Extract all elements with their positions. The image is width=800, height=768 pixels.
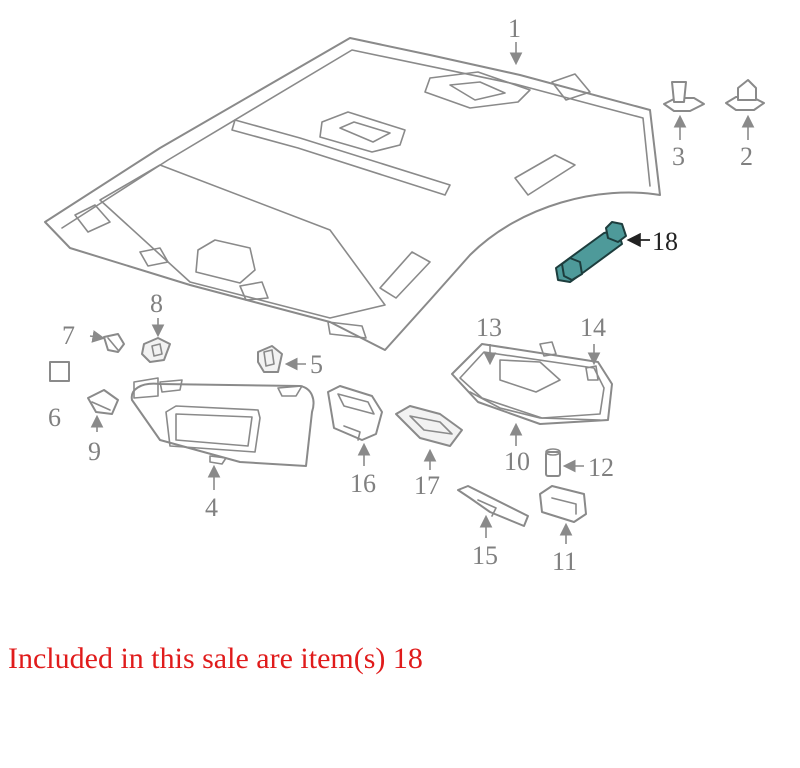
callout-7: 7 bbox=[62, 321, 75, 350]
callout-4: 4 bbox=[205, 493, 218, 522]
callout-6: 6 bbox=[48, 403, 61, 432]
control-module bbox=[539, 485, 587, 523]
callout-13: 13 bbox=[476, 313, 502, 342]
overhead-console bbox=[451, 341, 613, 425]
callout-9: 9 bbox=[88, 437, 101, 466]
visor-clip bbox=[141, 337, 171, 363]
plug bbox=[545, 448, 561, 477]
switch-bezel bbox=[395, 405, 463, 447]
sun-visor bbox=[130, 377, 315, 467]
retainer-clip bbox=[663, 81, 705, 112]
switch-module bbox=[327, 385, 383, 441]
callout-11: 11 bbox=[552, 547, 577, 576]
cover-cap bbox=[49, 361, 70, 382]
lamp-bulb bbox=[87, 389, 119, 415]
callout-3: 3 bbox=[672, 142, 685, 171]
headliner-panel bbox=[44, 37, 661, 351]
leader-line-7 bbox=[89, 330, 106, 343]
callout-2: 2 bbox=[740, 142, 753, 171]
mounting-bracket bbox=[457, 485, 529, 527]
callout-14: 14 bbox=[580, 313, 606, 342]
callout-8: 8 bbox=[150, 289, 163, 318]
callout-16: 16 bbox=[350, 469, 376, 498]
callout-15: 15 bbox=[472, 541, 498, 570]
parts-diagram: 1 2 3 18 7 8 6 9 bbox=[44, 14, 765, 576]
callout-1: 1 bbox=[508, 14, 521, 43]
callout-12: 12 bbox=[588, 453, 614, 482]
callout-18: 18 bbox=[652, 227, 678, 256]
grab-handle bbox=[555, 221, 627, 283]
push-clip bbox=[725, 79, 765, 111]
bolt bbox=[103, 333, 125, 353]
callout-5: 5 bbox=[310, 350, 323, 379]
callout-17: 17 bbox=[414, 471, 440, 500]
callout-10: 10 bbox=[504, 447, 530, 476]
sale-caption: Included in this sale are item(s) 18 bbox=[8, 642, 423, 675]
visor-retainer bbox=[257, 345, 283, 373]
